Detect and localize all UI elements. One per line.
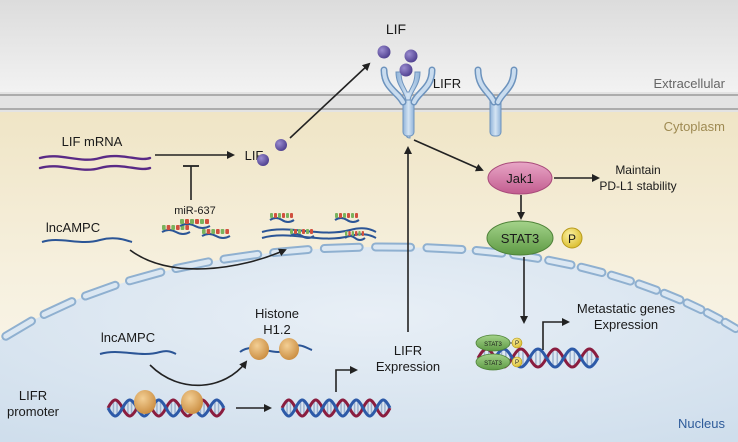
tss-arrow-lifr (335, 366, 358, 392)
arrow-lncampc-histone (149, 360, 248, 387)
lif-top-label: LIF (386, 21, 406, 37)
dna-lifr-promoter-free (280, 398, 392, 418)
jak1-label: Jak1 (506, 171, 533, 186)
stat3-dimer-on-dna (475, 334, 523, 371)
mir637-inhibition (183, 165, 199, 200)
histone-h12-free (239, 338, 313, 360)
nucleus-label: Nucleus (678, 416, 725, 431)
stat3-label: STAT3 (501, 231, 540, 246)
lncampc-nuc-strand (99, 350, 177, 355)
p-small-label-2: P (515, 360, 519, 366)
lncampc-nuc-label: lncAMPC (101, 330, 155, 345)
lncampc-cyto-label: lncAMPC (46, 220, 100, 235)
arrow-lifr-to-jak1 (413, 139, 484, 172)
dna-lifr-promoter-bound (106, 390, 226, 418)
mir637-molecules (161, 219, 231, 239)
lifr-receptor-free (474, 66, 518, 137)
lif-mrna-label: LIF mRNA (62, 134, 123, 149)
lif-particles-cytoplasm (257, 139, 287, 166)
stat3-small-label-2: STAT3 (484, 361, 502, 367)
lif-mrna-strands (38, 154, 152, 171)
lifr-membrane-label: LIFR (433, 76, 461, 91)
phospho-badge (561, 227, 583, 249)
mir637-label: miR-637 (174, 205, 216, 217)
extracellular-space (0, 0, 738, 100)
tss-arrow-metastatic (542, 318, 570, 350)
jak1-node (487, 161, 553, 195)
lifr-expression-line2: Expression (376, 359, 440, 374)
lncampc-cyto-strand (41, 237, 133, 243)
plasma-membrane (0, 92, 738, 112)
lifr-expression-line1: LIFR (394, 343, 422, 358)
histone-label: Histone (255, 306, 299, 321)
lifr-promoter-line1: LIFR (19, 388, 47, 403)
extracellular-label: Extracellular (653, 76, 725, 91)
stat3-small-label-1: STAT3 (484, 342, 502, 348)
pdl1-stability-label: PD-L1 stability (599, 179, 676, 193)
lncampc-mir637-complex (261, 213, 377, 241)
lifr-promoter-line2: promoter (7, 404, 60, 419)
lifr-receptor-bound (380, 66, 436, 139)
metastatic-line1: Metastatic genes (577, 301, 676, 316)
p-small-label-1: P (515, 341, 519, 347)
maintain-label: Maintain (615, 163, 660, 177)
metastatic-line2: Expression (594, 317, 658, 332)
histone-h12-label: H1.2 (263, 322, 290, 337)
arrow-lncampc-sponge (129, 248, 287, 270)
stat3-node (486, 220, 554, 256)
arrow-lif-secretion (289, 62, 371, 139)
cytoplasm-label: Cytoplasm (664, 119, 725, 134)
phospho-label: P (568, 232, 576, 246)
lif-particles-extracellular (377, 45, 418, 77)
